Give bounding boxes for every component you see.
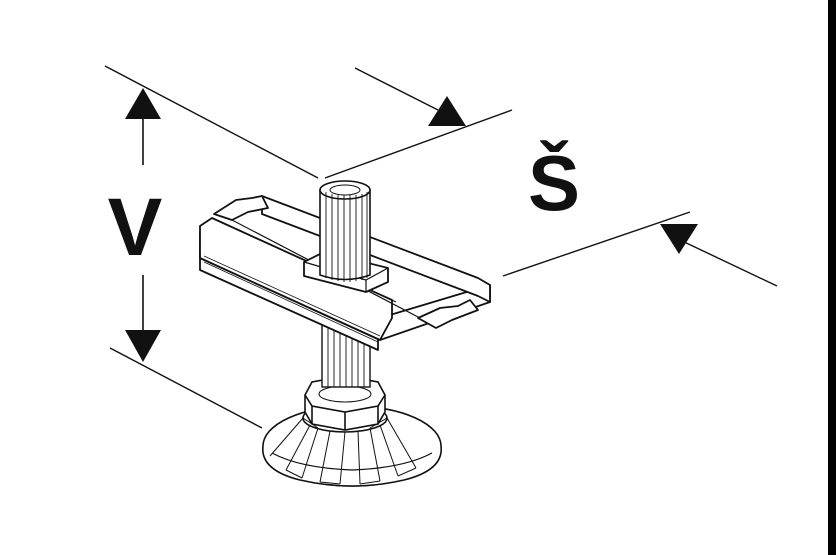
right-frame-border bbox=[828, 0, 836, 555]
cradle-channel bbox=[199, 195, 491, 351]
upper-threaded-stem bbox=[319, 180, 371, 282]
width-arrow-bottom bbox=[660, 224, 698, 254]
height-arrow-up bbox=[125, 88, 161, 119]
width-label: Š bbox=[528, 139, 580, 227]
height-arrow-down bbox=[125, 330, 161, 362]
hex-nut bbox=[304, 375, 386, 431]
width-dimension: Š bbox=[428, 96, 698, 254]
pedestal-base bbox=[262, 403, 442, 487]
dimension-lines bbox=[104, 65, 778, 429]
width-arrow-top bbox=[428, 96, 466, 126]
height-label: V bbox=[108, 182, 163, 273]
height-dimension: V bbox=[108, 88, 163, 362]
